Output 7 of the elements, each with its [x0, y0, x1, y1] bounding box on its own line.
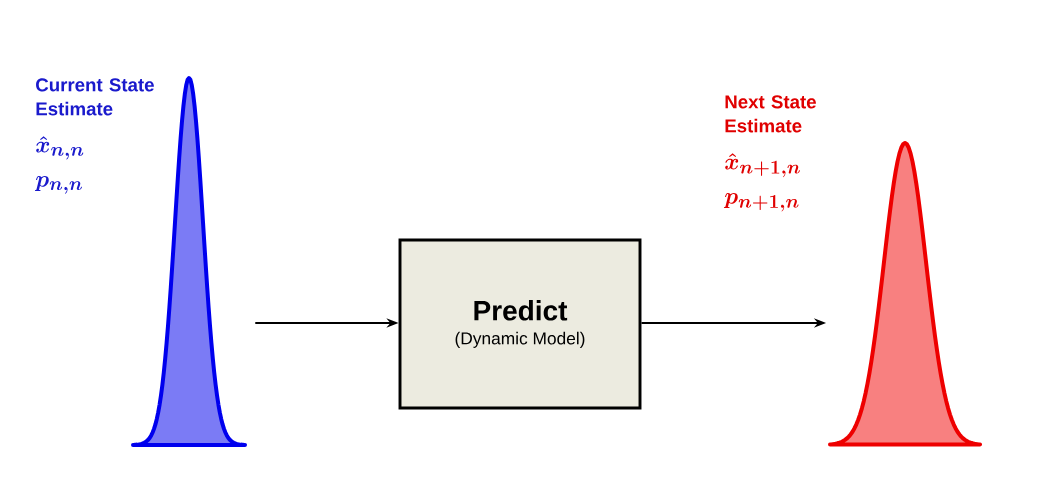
heading: Current State Estimate [36, 78, 154, 116]
heading: Next State Estimate [725, 95, 816, 133]
formula: $p_{n+1,n}$ [723, 193, 799, 212]
formula: $p_{n,n}$ [34, 176, 82, 194]
formula: $\hat{x}_{n,n}$ [36, 136, 84, 160]
formula: $\hat{x}_{n+1,n}$ [725, 153, 800, 178]
process-box: Predict (Dynamic Model) [398, 238, 642, 410]
